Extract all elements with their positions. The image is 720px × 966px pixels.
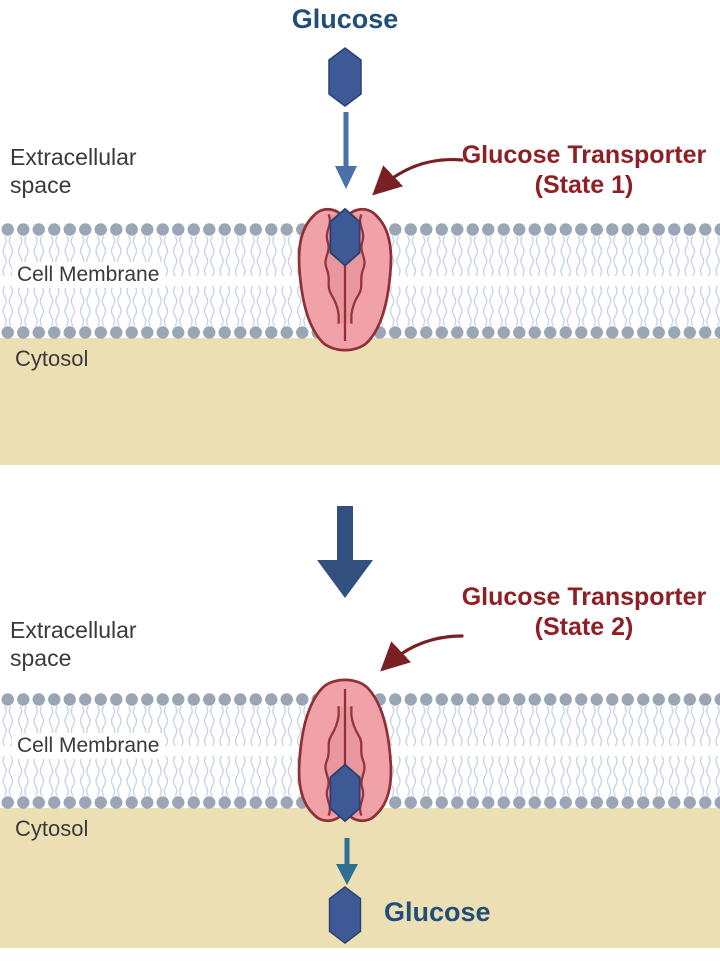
transporter-label-state2: Glucose Transporter (State 2)	[448, 582, 720, 642]
down-arrow-icon-exit	[336, 838, 358, 885]
cytosol-region-1	[0, 338, 720, 465]
extracellular-label-1: Extracellular space	[10, 144, 137, 199]
state2-pointer-arrow-icon	[380, 634, 464, 672]
extracellular-label-2: Extracellular space	[10, 617, 137, 672]
transporter-label-state1-title: Glucose Transporter	[461, 141, 707, 169]
down-arrow-icon-entry	[335, 112, 357, 189]
glucose-label-bottom: Glucose	[384, 897, 491, 927]
glucose-label-top: Glucose	[291, 4, 399, 34]
transporter-label-state1: Glucose Transporter (State 1)	[448, 140, 720, 200]
transporter-label-state2-state: (State 2)	[534, 613, 634, 641]
glucose-transporter-state2-shape	[297, 678, 393, 823]
cytosol-label-1: Cytosol	[15, 346, 89, 371]
state-transition-arrow-icon	[317, 506, 373, 598]
glucose-molecule-icon-bottom	[328, 886, 362, 944]
cytosol-label-2: Cytosol	[15, 816, 89, 841]
state1-pointer-arrow-icon	[372, 157, 464, 196]
cell-membrane-label-2: Cell Membrane	[12, 733, 165, 759]
transporter-label-state2-title: Glucose Transporter	[461, 583, 707, 611]
cell-membrane-label-1: Cell Membrane	[12, 262, 165, 288]
glucose-transporter-state1-shape	[297, 207, 393, 352]
glucose-molecule-icon-top	[328, 47, 362, 107]
transporter-label-state1-state: (State 1)	[534, 171, 634, 199]
